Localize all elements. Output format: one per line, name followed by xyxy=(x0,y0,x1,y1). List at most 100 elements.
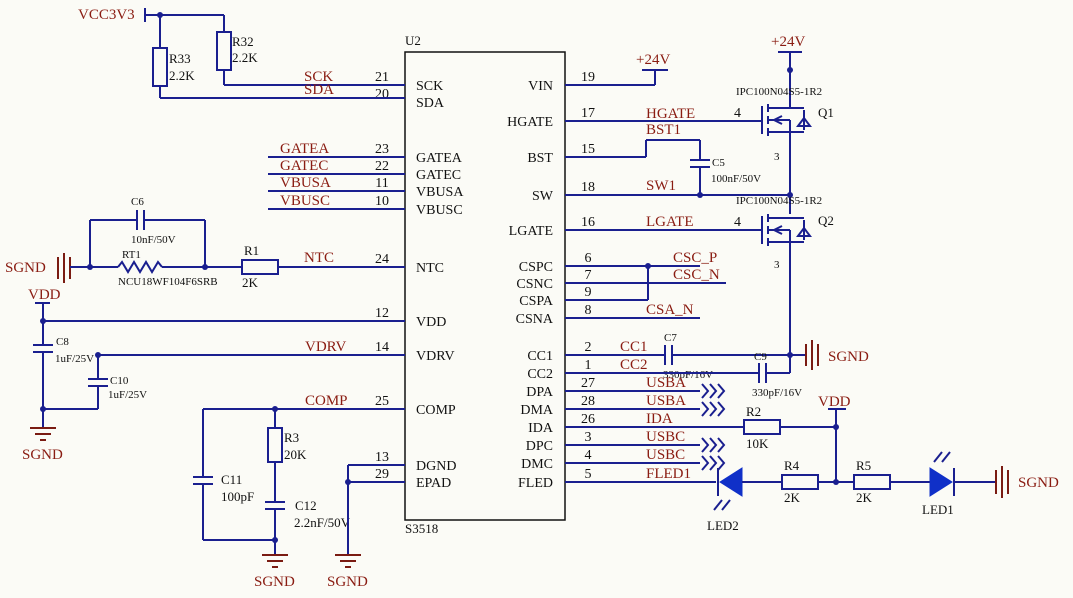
chip-pin-number-11: 11 xyxy=(375,176,388,191)
led1-ref: LED1 xyxy=(922,502,954,517)
resistor-r1 xyxy=(241,259,279,275)
chip-pin-number-19: 19 xyxy=(581,70,595,85)
net-label-gatec: GATEC xyxy=(280,158,328,174)
net-label-hgate: HGATE xyxy=(646,106,695,122)
c10-ref: C10 xyxy=(110,375,129,387)
chip-pin-number-25: 25 xyxy=(375,394,389,409)
chip-pin-name-vbusa: VBUSA xyxy=(416,185,464,200)
vdd-label-right: VDD xyxy=(818,394,851,410)
net-label-csc-n: CSC_N xyxy=(673,267,720,283)
net-label-vbusa: VBUSA xyxy=(280,175,331,191)
mosfet-q1 xyxy=(761,104,812,136)
net-label-usba-dma: USBA xyxy=(646,393,686,409)
chip-body xyxy=(404,51,566,521)
resistor-r32 xyxy=(216,31,232,71)
c11-value: 100pF xyxy=(221,489,254,504)
net-label-csa-n: CSA_N xyxy=(646,302,694,318)
sgnd-label-epad: SGND xyxy=(327,574,368,590)
chip-pin-number-5: 5 xyxy=(585,467,592,482)
net-label-ida: IDA xyxy=(646,411,673,427)
net-label-lgate: LGATE xyxy=(646,214,694,230)
r32-value: 2.2K xyxy=(232,50,258,65)
chip-pin-name-dma: DMA xyxy=(520,403,554,418)
c5-value: 100nF/50V xyxy=(711,173,761,185)
sgnd-label-led: SGND xyxy=(1018,475,1059,491)
net-label-sda: SDA xyxy=(304,82,334,98)
chip-pin-number-4: 4 xyxy=(585,448,592,463)
net-label-usba-dpa: USBA xyxy=(646,375,686,391)
q1-part: IPC100N04S5-1R2 xyxy=(736,86,822,98)
q2-source-pin: 3 xyxy=(774,259,780,271)
chip-pin-name-gatec: GATEC xyxy=(416,168,461,183)
vin-section: +24V xyxy=(565,52,670,86)
mosfet-q2 xyxy=(761,214,812,246)
c9-ref: C9 xyxy=(754,351,767,363)
q1-source-pin: 3 xyxy=(774,151,780,163)
r3-ref: R3 xyxy=(284,430,299,445)
resistor-r33 xyxy=(152,47,168,87)
net-label-vcc3v3: VCC3V3 xyxy=(78,7,135,23)
comp-section: COMP C11 100pF R3 20K C12 2.2nF/50V SGND xyxy=(193,393,405,590)
chip-pin-number-23: 23 xyxy=(375,142,389,157)
net-label-cc2: CC2 xyxy=(620,357,648,373)
sgnd-label-cc: SGND xyxy=(828,349,869,365)
chip-pin-number-9: 9 xyxy=(585,285,592,300)
chip-pin-number-3: 3 xyxy=(585,430,592,445)
chip-ref: U2 xyxy=(405,33,421,48)
chip-pin-number-14: 14 xyxy=(375,340,389,355)
chip-pin-name-fled: FLED xyxy=(518,476,553,491)
resistor-r4 xyxy=(781,474,819,490)
chip-pin-name-hgate: HGATE xyxy=(507,115,553,130)
chip-pin-name-dmc: DMC xyxy=(521,457,553,472)
chip-pin-name-gatea: GATEA xyxy=(416,151,463,166)
led-led2 xyxy=(713,467,743,511)
resistor-r3 xyxy=(267,427,283,463)
led2-ref: LED2 xyxy=(707,518,739,533)
r33-value: 2.2K xyxy=(169,68,195,83)
chip-pin-number-13: 13 xyxy=(375,450,389,465)
chip-pin-number-15: 15 xyxy=(581,142,595,157)
sgnd-label-ntc: SGND xyxy=(5,260,46,276)
c8-ref: C8 xyxy=(56,336,69,348)
q1-ref: Q1 xyxy=(818,105,834,120)
net-label-sw1: SW1 xyxy=(646,178,676,194)
chip-pin-name-vin: VIN xyxy=(528,79,553,94)
chip-pin-name-ntc: NTC xyxy=(416,261,444,276)
chip-pin-number-1: 1 xyxy=(585,358,592,373)
chip-pin-number-17: 17 xyxy=(581,106,595,121)
c10-value: 1uF/25V xyxy=(108,389,147,401)
gate-vbus-nets: GATEA GATEC VBUSA VBUSC xyxy=(268,141,405,210)
chip-pin-name-vdd: VDD xyxy=(416,315,446,330)
chip-pin-name-csna: CSNA xyxy=(516,312,554,327)
chip-pin-name-dgnd: DGND xyxy=(416,459,456,474)
c12-value: 2.2nF/50V xyxy=(294,515,351,530)
net-label-vdrv: VDRV xyxy=(305,339,346,355)
resistor-r2 xyxy=(743,419,781,435)
chip-pin-name-sda: SDA xyxy=(416,96,445,111)
chip-pin-number-28: 28 xyxy=(581,394,595,409)
chip-pin-name-dpc: DPC xyxy=(526,439,553,454)
chip-pin-number-22: 22 xyxy=(375,159,389,174)
chip-pins: SCK21SDA20GATEA23GATEC22VBUSA11VBUSC10NT… xyxy=(375,70,595,491)
chip-pin-name-cspa: CSPA xyxy=(519,294,554,309)
net-label-ntc: NTC xyxy=(304,250,334,266)
usb-led-section: USBA USBA IDA R2 10K VDD USBC USBC FLED1… xyxy=(565,375,1059,533)
q2-gate-pin: 4 xyxy=(734,215,741,230)
q2-ref: Q2 xyxy=(818,213,834,228)
chip-pin-number-16: 16 xyxy=(581,215,595,230)
chip-pin-number-12: 12 xyxy=(375,306,389,321)
chip-part: S3518 xyxy=(405,521,438,536)
chip-pin-number-21: 21 xyxy=(375,70,389,85)
r1-value: 2K xyxy=(242,275,259,290)
r4-value: 2K xyxy=(784,490,801,505)
chip-pin-number-27: 27 xyxy=(581,376,595,391)
c6-value: 10nF/50V xyxy=(131,234,176,246)
net-label-csc-p: CSC_P xyxy=(673,250,717,266)
chip-pin-name-sck: SCK xyxy=(416,79,443,94)
chip-pin-name-lgate: LGATE xyxy=(509,224,553,239)
net-label-usbc-dmc: USBC xyxy=(646,447,685,463)
chip-pin-number-2: 2 xyxy=(585,340,592,355)
chip-pin-number-18: 18 xyxy=(581,180,595,195)
chip-pin-number-20: 20 xyxy=(375,87,389,102)
chip-pin-number-6: 6 xyxy=(585,251,592,266)
